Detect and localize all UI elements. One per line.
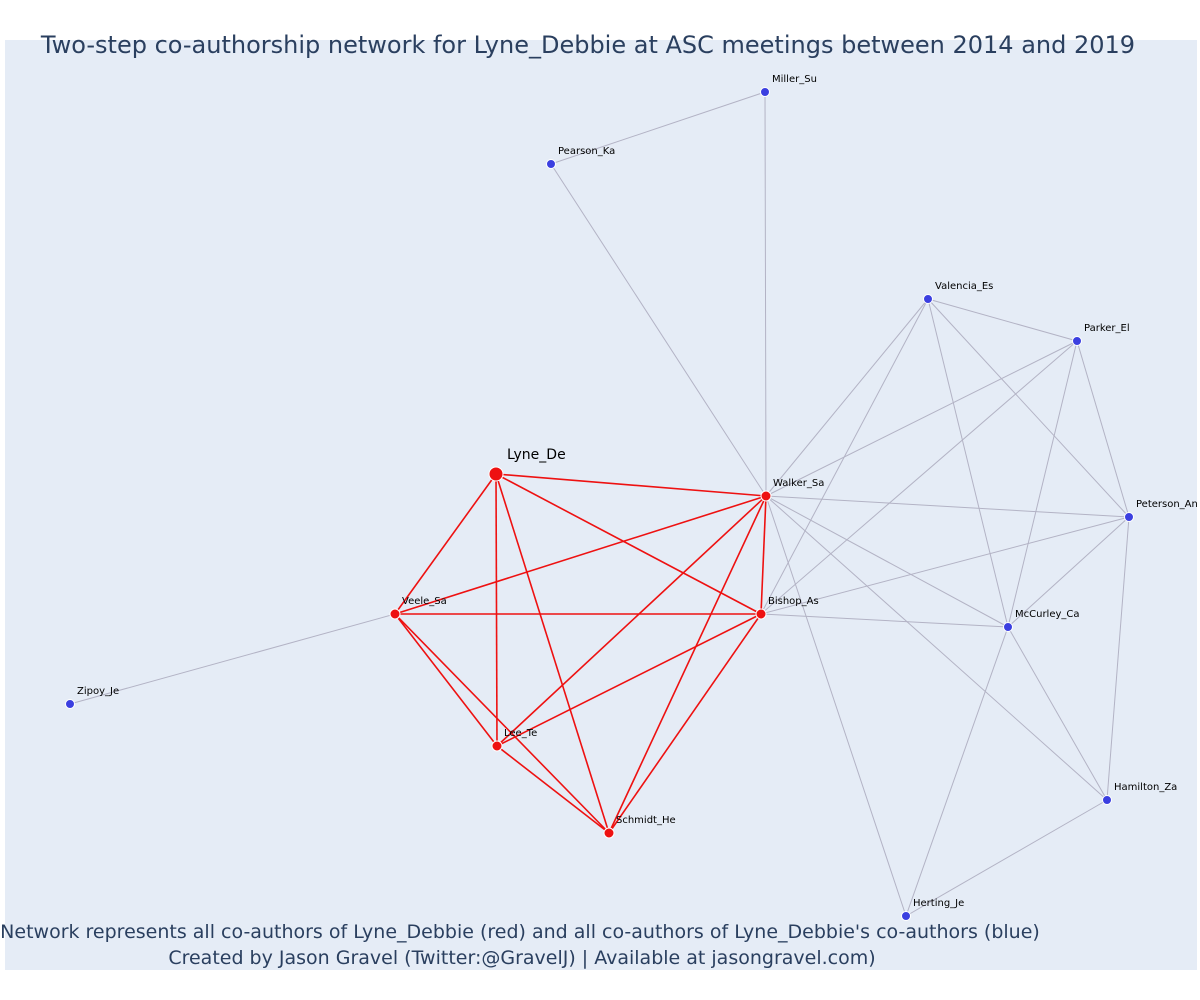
edge-veele-sa-schmidt-he: [394, 613, 610, 834]
node-schmidt-he[interactable]: [603, 827, 615, 839]
edge-valencia-es-walker-sa: [765, 298, 929, 497]
edge-lyne-de-schmidt-he: [495, 473, 610, 834]
node-label-zipoy-je: Zipoy_Je: [77, 686, 119, 697]
edge-lyne-de-lee-te: [495, 473, 498, 747]
plot-background: [5, 40, 1197, 970]
node-label-lyne-de: Lyne_De: [507, 447, 566, 463]
edge-miller-su-pearson-ka: [550, 91, 766, 165]
node-hamilton-za[interactable]: [1102, 795, 1112, 805]
edge-walker-sa-peterson-an: [765, 495, 1130, 518]
edges-layer: [69, 91, 1130, 917]
edge-lee-te-schmidt-he: [496, 745, 610, 834]
node-label-veele-sa: Veele_Sa: [402, 596, 447, 607]
edge-bishop-as-peterson-an: [760, 516, 1130, 615]
edge-parker-el-bishop-as: [760, 340, 1078, 615]
edge-bishop-as-schmidt-he: [608, 613, 762, 834]
node-label-walker-sa: Walker_Sa: [773, 478, 824, 489]
edge-walker-sa-herting-je: [765, 495, 907, 917]
node-pearson-ka[interactable]: [546, 159, 556, 169]
node-bishop-as[interactable]: [755, 608, 767, 620]
node-label-parker-el: Parker_El: [1084, 323, 1130, 334]
node-label-bishop-as: Bishop_As: [768, 596, 819, 607]
edge-parker-el-peterson-an: [1076, 340, 1130, 518]
edge-lyne-de-walker-sa: [495, 473, 767, 497]
node-label-schmidt-he: Schmidt_He: [616, 815, 676, 826]
edge-miller-su-walker-sa: [764, 91, 767, 497]
node-label-hamilton-za: Hamilton_Za: [1114, 782, 1177, 793]
node-valencia-es[interactable]: [923, 294, 933, 304]
edge-parker-el-walker-sa: [765, 340, 1078, 497]
node-lyne-de[interactable]: [488, 466, 504, 482]
node-zipoy-je[interactable]: [65, 699, 75, 709]
node-peterson-an[interactable]: [1124, 512, 1134, 522]
edge-veele-sa-zipoy-je: [69, 613, 396, 705]
node-lee-te[interactable]: [491, 740, 503, 752]
node-label-lee-te: Lee_Te: [504, 728, 537, 739]
edge-pearson-ka-walker-sa: [550, 163, 767, 497]
edge-hamilton-za-herting-je: [905, 799, 1108, 917]
edge-walker-sa-mccurley-ca: [765, 495, 1009, 628]
edge-valencia-es-peterson-an: [927, 298, 1130, 518]
chart-title: Two-step co-authorship network for Lyne_…: [40, 31, 1135, 59]
edge-valencia-es-mccurley-ca: [927, 298, 1009, 628]
edge-valencia-es-parker-el: [927, 298, 1078, 342]
edge-bishop-as-mccurley-ca: [760, 613, 1009, 628]
edge-veele-sa-lee-te: [394, 613, 498, 747]
node-label-peterson-an: Peterson_An: [1136, 499, 1198, 510]
node-label-miller-su: Miller_Su: [772, 74, 817, 85]
edge-walker-sa-lee-te: [496, 495, 767, 747]
edge-lyne-de-bishop-as: [495, 473, 762, 615]
edge-walker-sa-hamilton-za: [765, 495, 1108, 801]
edge-walker-sa-bishop-as: [760, 495, 767, 615]
node-label-valencia-es: Valencia_Es: [935, 281, 993, 292]
edge-walker-sa-veele-sa: [394, 495, 767, 615]
node-label-herting-je: Herting_Je: [913, 898, 964, 909]
edge-parker-el-mccurley-ca: [1007, 340, 1078, 628]
node-miller-su[interactable]: [760, 87, 770, 97]
node-herting-je[interactable]: [901, 911, 911, 921]
nodes-layer: [65, 87, 1134, 921]
caption-line-1: Network represents all co-authors of Lyn…: [0, 921, 1040, 943]
node-mccurley-ca[interactable]: [1003, 622, 1013, 632]
node-label-pearson-ka: Pearson_Ka: [558, 146, 615, 157]
edge-peterson-an-mccurley-ca: [1007, 516, 1130, 628]
edge-mccurley-ca-herting-je: [905, 626, 1009, 917]
edge-lyne-de-veele-sa: [394, 473, 497, 615]
edge-mccurley-ca-hamilton-za: [1007, 626, 1108, 801]
node-label-mccurley-ca: McCurley_Ca: [1015, 609, 1080, 620]
edge-bishop-as-lee-te: [496, 613, 762, 747]
edge-walker-sa-schmidt-he: [608, 495, 767, 834]
caption-line-2: Created by Jason Gravel (Twitter:@Gravel…: [168, 947, 875, 969]
node-veele-sa[interactable]: [389, 608, 401, 620]
node-parker-el[interactable]: [1072, 336, 1082, 346]
node-walker-sa[interactable]: [760, 490, 772, 502]
edge-peterson-an-hamilton-za: [1106, 516, 1130, 801]
